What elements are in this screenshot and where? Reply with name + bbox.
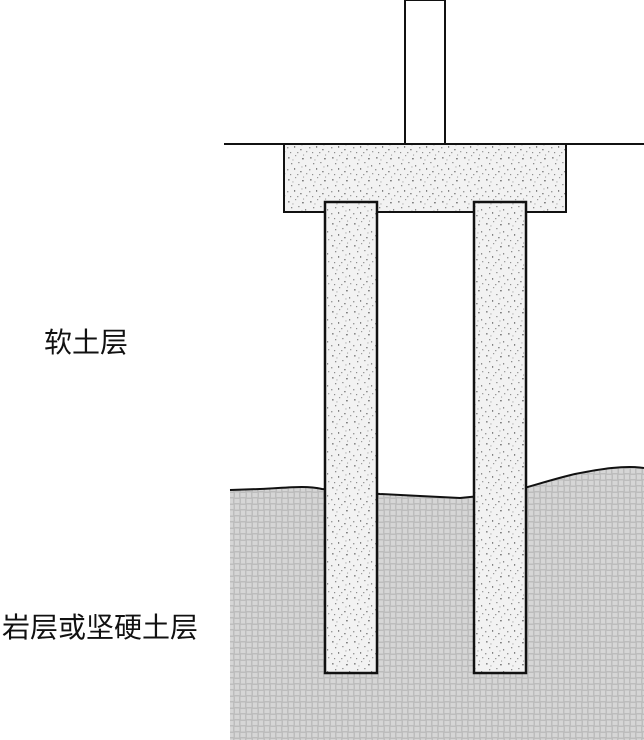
pile-right	[472, 200, 528, 675]
hard-layer-region	[230, 466, 644, 740]
column	[404, 0, 446, 145]
pile-cap	[283, 143, 567, 213]
pile-left	[323, 200, 379, 675]
hard-layer-label: 岩层或坚硬土层	[2, 611, 199, 644]
soft-layer-label: 软土层	[44, 326, 129, 359]
